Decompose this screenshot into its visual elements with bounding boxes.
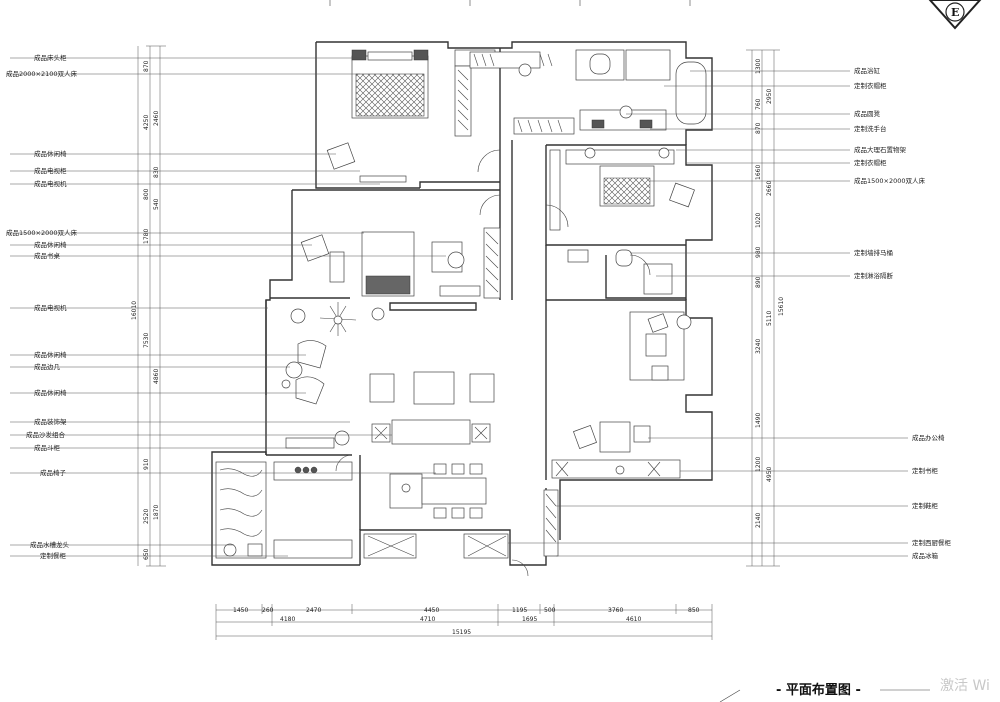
- annotation-label: 成品2000×2100双人床: [6, 69, 78, 78]
- dim-label: 1780: [143, 229, 150, 244]
- annotation-label: 成品沙发组合: [26, 430, 66, 439]
- drawing-title: - 平面布置图 -: [776, 682, 861, 698]
- dim-label: 4860: [153, 369, 160, 384]
- dim-label: 980: [755, 246, 762, 258]
- dim-label: 500: [544, 607, 556, 614]
- annotation-label: 定制墙排马桶: [854, 248, 893, 257]
- annotation-label: 成品装饰架: [34, 417, 67, 426]
- dim-label: 1490: [755, 413, 762, 428]
- annotation-label: 成品斗柜: [34, 443, 61, 452]
- annotation-label: 成品休闲椅: [34, 149, 67, 158]
- annotation-label: 成品边几: [34, 362, 61, 371]
- dim-label: 540: [153, 198, 160, 210]
- logo-letter: E: [951, 6, 959, 19]
- annotation-label: 定制衣帽柜: [854, 81, 887, 90]
- dim-label: 1695: [522, 616, 537, 623]
- dim-label: 2950: [766, 89, 773, 104]
- dim-label: 260: [262, 607, 274, 614]
- dim-label: 1195: [512, 607, 527, 614]
- annotation-label: 成品床头柜: [34, 53, 67, 62]
- designer-logo: E: [928, 0, 982, 30]
- annotation-label: 定制餐柜: [40, 551, 67, 560]
- dim-label: 4950: [766, 467, 773, 482]
- left-outer-dims: 870 4250 800 1780 7530 910 2520 650: [143, 60, 150, 560]
- dim-label: 870: [143, 60, 150, 72]
- dim-label: 1200: [755, 457, 762, 472]
- annotation-label: 成品1500×2000双人床: [6, 228, 78, 237]
- dim-label: 15610: [778, 297, 785, 316]
- annotation-label: 成品电视机: [34, 179, 67, 188]
- annotation-label: 成品水槽龙头: [30, 540, 70, 549]
- annotation-label: 成品冰箱: [912, 551, 939, 560]
- dim-label: 800: [143, 188, 150, 200]
- annotation-label: 成品电视柜: [34, 166, 67, 175]
- annotation-label: 成品圆凳: [854, 109, 881, 118]
- dim-label: 910: [143, 458, 150, 470]
- dim-label: 760: [755, 98, 762, 110]
- dim-label: 2660: [766, 181, 773, 196]
- annotation-label: 定制洗手台: [854, 124, 887, 133]
- annotation-label: 成品椅子: [40, 468, 67, 477]
- dim-label: 4610: [626, 616, 641, 623]
- dim-label: 1660: [755, 165, 762, 180]
- dim-label: 1020: [755, 213, 762, 228]
- dim-label: 3240: [755, 339, 762, 354]
- left-dimension-chains: 16010: [131, 45, 166, 567]
- dim-label: 870: [755, 122, 762, 134]
- dim-label: 2520: [143, 509, 150, 524]
- annotation-label: 成品电视机: [34, 303, 67, 312]
- dim-label: 2460: [153, 111, 160, 126]
- annotation-label: 成品书桌: [34, 251, 61, 260]
- dim-label: 850: [688, 607, 700, 614]
- annotation-label: 成品休闲椅: [34, 240, 67, 249]
- annotation-label: 成品休闲椅: [34, 388, 67, 397]
- door-swings: [335, 149, 651, 577]
- right-annotation-labels: 成品浴缸 定制衣帽柜 成品圆凳 定制洗手台 成品大理石置物架 定制衣帽柜 成品1…: [508, 66, 952, 560]
- annotation-label: 定制西厨餐柜: [912, 538, 952, 547]
- right-dimension-chains: 1300 760 870 1660 1020 980 890 3240 1490…: [746, 49, 785, 567]
- annotation-label: 定制淋浴隔断: [854, 271, 894, 280]
- dim-label: 4710: [420, 616, 435, 623]
- left-total-dim: 16010: [131, 301, 138, 320]
- plant-icon: [319, 302, 357, 336]
- bottom-dimension-chains: 1450 260 2470 4450 1195 500 3760 850 418…: [215, 604, 713, 640]
- furniture: [215, 49, 707, 559]
- watermark-text: 激活 Wi: [940, 677, 990, 694]
- dim-label: 2140: [755, 513, 762, 528]
- dim-label: 650: [143, 548, 150, 560]
- dim-label: 830: [153, 166, 160, 178]
- annotation-label: 成品休闲椅: [34, 350, 67, 359]
- dim-label: 890: [755, 276, 762, 288]
- bottom-total-dim: 15195: [452, 629, 471, 636]
- dim-label: 1870: [153, 505, 160, 520]
- annotation-label: 成品1500×2000双人床: [854, 176, 926, 185]
- left-annotation-labels: 成品床头柜 成品2000×2100双人床 成品休闲椅 成品电视柜 成品电视机 成…: [6, 53, 446, 560]
- annotation-label: 成品浴缸: [854, 66, 881, 75]
- dim-label: 2470: [306, 607, 321, 614]
- dim-label: 4180: [280, 616, 295, 623]
- annotation-label: 成品大理石置物架: [854, 145, 907, 154]
- dim-label: 4250: [143, 115, 150, 130]
- dim-label: 7530: [143, 333, 150, 348]
- dim-label: 4450: [424, 607, 439, 614]
- annotation-label: 定制鞋柜: [912, 501, 939, 510]
- annotation-label: 定制衣帽柜: [854, 158, 887, 167]
- dim-label: 1300: [755, 59, 762, 74]
- dim-label: 1450: [233, 607, 248, 614]
- left-inner-dims: 2460 830 540 4860 1870: [153, 111, 160, 520]
- dim-label: 3760: [608, 607, 623, 614]
- annotation-label: 成品办公椅: [912, 433, 945, 442]
- annotation-label: 定制书柜: [912, 466, 939, 475]
- dim-label: 5110: [766, 311, 773, 326]
